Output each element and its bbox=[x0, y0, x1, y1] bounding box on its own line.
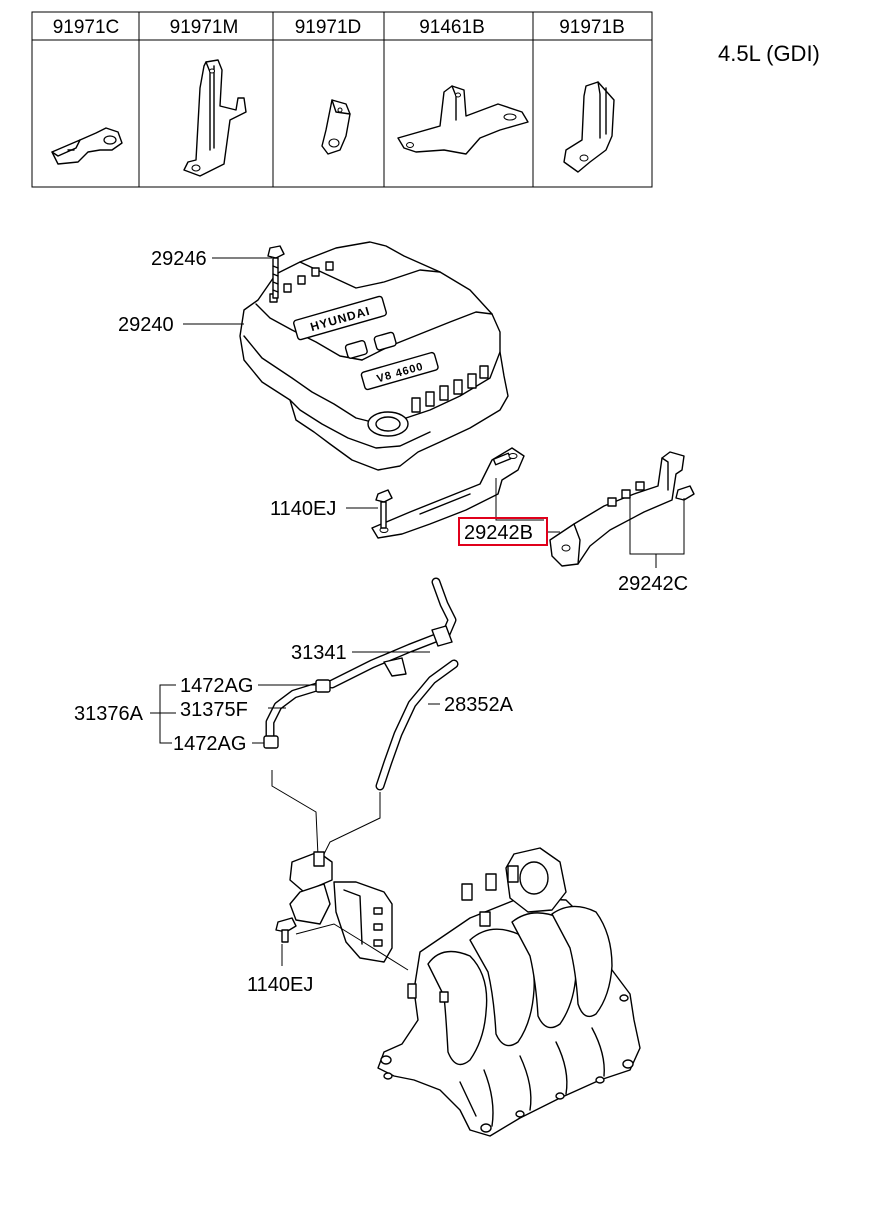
label-1472ag-bottom: 1472AG bbox=[173, 733, 246, 755]
engine-cover-drawing: HYUNDAI V8 4600 bbox=[239, 241, 509, 471]
label-1472ag-top: 1472AG bbox=[180, 675, 253, 697]
parts-header-table: 91971C 91971M 91971D 91461B 91971B bbox=[31, 11, 653, 188]
bracket-91971d-drawing bbox=[321, 99, 351, 155]
label-1140ej-bottom: 1140EJ bbox=[247, 974, 313, 996]
engine-label: 4.5L (GDI) bbox=[718, 41, 820, 66]
leader-lines bbox=[150, 257, 685, 966]
hose-31341-drawing bbox=[327, 577, 457, 689]
hose-31375f-drawing bbox=[263, 679, 331, 749]
label-29246: 29246 bbox=[151, 248, 207, 270]
label-29240: 29240 bbox=[118, 314, 174, 336]
hose-28352a-drawing bbox=[375, 659, 459, 791]
bracket-29242c-drawing bbox=[549, 451, 695, 567]
header-cell-91971c: 91971C bbox=[53, 17, 120, 38]
solenoid-valve-drawing bbox=[271, 770, 409, 971]
label-29242c: 29242C bbox=[618, 573, 688, 595]
label-31341: 31341 bbox=[291, 642, 347, 664]
header-cell-91971m: 91971M bbox=[170, 17, 239, 38]
bracket-91461b-drawing bbox=[397, 85, 529, 155]
label-29242b: 29242B bbox=[464, 522, 533, 544]
label-1140ej-top: 1140EJ bbox=[270, 498, 336, 520]
label-31375f: 31375F bbox=[180, 699, 248, 721]
bolt-29246-drawing bbox=[267, 245, 285, 299]
bracket-91971m-drawing bbox=[183, 59, 247, 177]
bracket-91971b-drawing bbox=[563, 81, 615, 173]
header-cell-91971b: 91971B bbox=[559, 17, 625, 38]
label-31376a: 31376A bbox=[74, 703, 144, 725]
header-cell-91461b: 91461B bbox=[419, 17, 485, 38]
header-cell-91971d: 91971D bbox=[295, 17, 362, 38]
intake-manifold-drawing bbox=[377, 847, 641, 1137]
label-28352a: 28352A bbox=[444, 694, 514, 716]
bracket-29242b-drawing bbox=[371, 447, 525, 539]
highlight-box-29242b bbox=[458, 517, 548, 546]
bracket-91971c-drawing bbox=[51, 127, 123, 165]
